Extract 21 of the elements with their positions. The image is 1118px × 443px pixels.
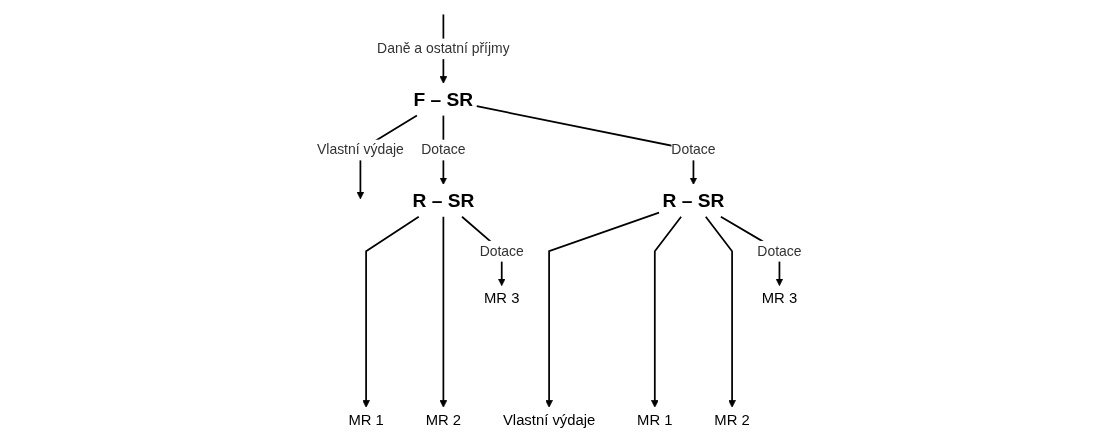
arrow xyxy=(362,215,420,408)
arrow xyxy=(439,215,447,408)
edge-label: Vlastní výdaje xyxy=(316,141,404,157)
edge-label: Dotace xyxy=(479,242,524,258)
node-text: MR 1 xyxy=(636,411,673,428)
node-text: F – SR xyxy=(413,88,473,110)
arrow xyxy=(545,211,660,408)
node-text: MR 3 xyxy=(761,289,797,307)
arrow xyxy=(650,215,682,408)
node-text: Vlastní výdaje xyxy=(502,411,595,428)
node-text: MR 2 xyxy=(714,411,750,428)
node-text: R – SR xyxy=(412,189,475,212)
edge-label: Dotace xyxy=(421,141,466,157)
arrow xyxy=(704,215,736,408)
node-text: MR 1 xyxy=(348,411,384,428)
node-text: MR 3 xyxy=(483,289,520,307)
node-text: MR 2 xyxy=(425,411,461,428)
edge-label: Daně a ostatní příjmy xyxy=(376,40,510,56)
edge-label: Dotace xyxy=(671,141,716,157)
node-text: R – SR xyxy=(662,189,725,212)
edge-label: Dotace xyxy=(757,242,802,258)
